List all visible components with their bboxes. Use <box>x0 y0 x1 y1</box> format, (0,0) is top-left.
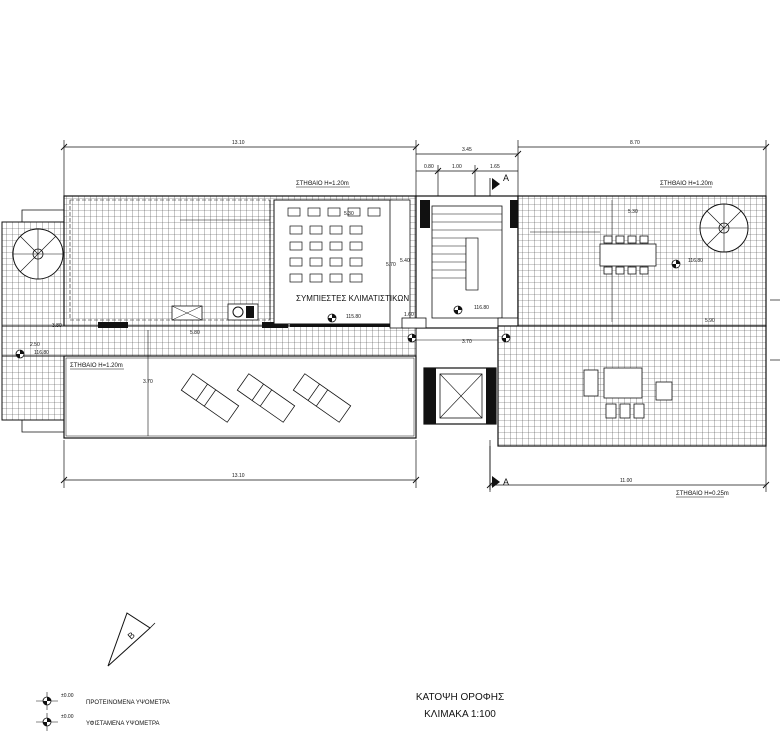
level-marker-stair: 116.80 <box>453 305 489 315</box>
dim-sub-b: 1.00 <box>452 164 462 170</box>
level-marker-right: 116.80 <box>671 258 703 269</box>
drawing-scale: ΚΛΙΜΑΚΑ 1:100 <box>424 709 496 720</box>
parapet-bottom-label: ΣΤΗΘΑΙΟ Η=0.25m <box>676 491 729 497</box>
dim-left-380: 3.80 <box>52 323 62 329</box>
dim-bottom-right: 11.00 <box>620 478 632 484</box>
section-marker-bottom: A <box>489 446 509 490</box>
parapet-left-label: ΣΤΗΘΑΙΟ Η=1.20m <box>296 181 349 187</box>
sun-loungers <box>180 373 352 423</box>
ac-compressor-area <box>273 199 411 329</box>
dim-left-250: 2.50 <box>30 342 40 348</box>
dim-sub-a: 0.80 <box>424 164 434 170</box>
legend-proposed-value: ±0.00 <box>61 693 74 699</box>
parapet-right-label: ΣΤΗΘΑΙΟ Η=1.20m <box>660 181 713 187</box>
dim-inner-530a: 5.30 <box>344 211 354 217</box>
level-left-text: 116.80 <box>34 350 49 356</box>
parapet-lower-left-label: ΣΤΗΘΑΙΟ Η=1.20m <box>70 363 123 369</box>
level-center-text: 115.80 <box>346 314 361 320</box>
drawing-title: ΚΑΤΟΨΗ ΟΡΟΦΗΣ <box>416 692 504 703</box>
dim-inner-570: 5.70 <box>386 262 396 268</box>
legend-existing: ±0.00 ΥΦΙΣΤΑΜΕΝΑ ΥΨΟΜΕΤΡΑ <box>36 713 160 731</box>
dim-sub-c: 1.65 <box>490 164 500 170</box>
legend-existing-value: ±0.00 <box>61 714 74 720</box>
section-bottom-letter: A <box>503 477 509 487</box>
legend-existing-label: ΥΦΙΣΤΑΜΕΝΑ ΥΨΟΜΕΤΡΑ <box>86 721 160 727</box>
dim-inner-530b: 5.30 <box>628 209 638 215</box>
spiral-stair-left <box>12 228 64 280</box>
dim-inner-370h: 3.70 <box>462 339 472 345</box>
level-marker-core-low-right <box>501 333 511 343</box>
central-core <box>401 195 541 425</box>
level-marker-center: 115.80 <box>327 313 361 323</box>
ac-compressors-label: ΣΥΜΠΙΕΣΤΕΣ ΚΛΙΜΑΤΙΣΤΙΚΩΝ <box>296 294 409 303</box>
level-right-text: 116.80 <box>688 258 703 264</box>
right-wing <box>497 195 767 447</box>
dining-table <box>599 235 657 275</box>
legend-proposed-label: ΠΡΟΤΕΙΝΟΜΕΝΑ ΥΨΟΜΕΤΡΑ <box>86 700 170 706</box>
dim-bottom-left: 13.10 <box>232 473 245 479</box>
dim-inner-160: 1.60 <box>404 312 414 318</box>
dim-top-mid: 3.45 <box>462 147 472 153</box>
north-arrow-letter: B <box>126 630 137 641</box>
dim-top-right: 8.70 <box>630 140 640 146</box>
section-top-letter: A <box>503 173 509 183</box>
dim-inner-590: 5.90 <box>705 318 715 324</box>
level-stair-text: 116.80 <box>474 305 489 311</box>
legend-proposed: ±0.00 ΠΡΟΤΕΙΝΟΜΕΝΑ ΥΨΟΜΕΤΡΑ <box>36 692 170 710</box>
level-marker-core-low <box>407 333 417 343</box>
dim-top-left: 13.10 <box>232 140 245 146</box>
spiral-stair-right <box>699 203 749 253</box>
dim-inner-370v: 3.70 <box>143 379 153 385</box>
dim-inner-540: 5.40 <box>400 258 410 264</box>
legend: ±0.00 ΠΡΟΤΕΙΝΟΜΕΝΑ ΥΨΟΜΕΤΡΑ ±0.00 ΥΦΙΣΤΑ… <box>36 692 170 731</box>
dimension-lines <box>63 140 780 492</box>
section-marker-top: A <box>489 173 509 196</box>
north-arrow: B <box>107 612 156 667</box>
lounge-set <box>583 367 673 419</box>
dim-inner-580: 5.80 <box>190 330 200 336</box>
level-marker-left: 116.80 <box>15 349 49 359</box>
